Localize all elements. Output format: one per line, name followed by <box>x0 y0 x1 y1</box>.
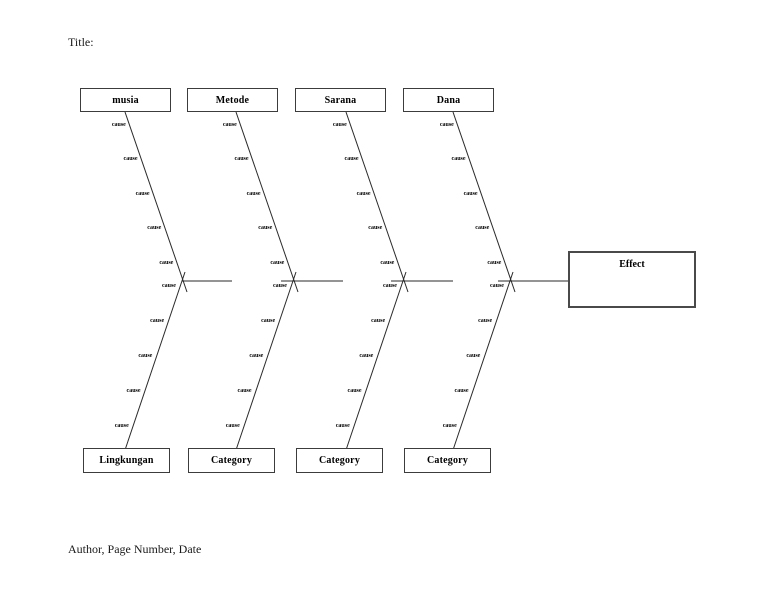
cause-label: cause <box>332 122 347 128</box>
cause-label: cause <box>222 122 237 128</box>
cause-label: cause <box>234 156 249 162</box>
cause-label: cause <box>111 122 126 128</box>
cause-label: cause <box>466 353 481 359</box>
top-category-box-3: Dana <box>403 88 494 112</box>
cause-label: cause <box>237 388 252 394</box>
cause-label: cause <box>347 388 362 394</box>
cause-label: cause <box>114 423 129 429</box>
cause-label: cause <box>489 283 504 289</box>
cause-label: cause <box>382 283 397 289</box>
cause-label: cause <box>344 156 359 162</box>
bone-top-line-3 <box>452 111 516 293</box>
footer-text: Author, Page Number, Date <box>68 542 202 556</box>
cause-label: cause <box>451 156 466 162</box>
title-label: Title: <box>68 35 94 49</box>
cause-label: cause <box>359 353 374 359</box>
bone-bottom-line-1 <box>234 271 297 454</box>
cause-label: cause <box>478 318 493 324</box>
cause-label: cause <box>246 191 261 197</box>
bone-bottom-line-3 <box>451 271 514 454</box>
bone-top-line-0 <box>124 111 188 293</box>
cause-label: cause <box>368 225 383 231</box>
bone-bottom-line-0 <box>123 271 186 454</box>
cause-label: cause <box>270 260 285 266</box>
cause-label: cause <box>463 191 478 197</box>
cause-label: cause <box>475 225 490 231</box>
effect-box: Effect <box>568 251 696 308</box>
bottom-category-box-2: Category <box>296 448 383 473</box>
cause-label: cause <box>356 191 371 197</box>
top-category-box-2: Sarana <box>295 88 386 112</box>
cause-label: cause <box>225 423 240 429</box>
cause-label: cause <box>380 260 395 266</box>
cause-label: cause <box>439 122 454 128</box>
cause-label: cause <box>147 225 162 231</box>
effect-label: Effect <box>619 259 645 270</box>
bottom-category-box-0: Lingkungan <box>83 448 170 473</box>
cause-label: cause <box>335 423 350 429</box>
cause-label: cause <box>123 156 138 162</box>
top-category-box-1: Metode <box>187 88 278 112</box>
bottom-category-box-1: Category <box>188 448 275 473</box>
cause-label: cause <box>150 318 165 324</box>
cause-label: cause <box>261 318 276 324</box>
top-category-box-0: musia <box>80 88 171 112</box>
cause-label: cause <box>454 388 469 394</box>
cause-label: cause <box>126 388 141 394</box>
cause-label: cause <box>249 353 264 359</box>
bone-top-line-1 <box>235 111 299 293</box>
cause-label: cause <box>258 225 273 231</box>
cause-label: cause <box>159 260 174 266</box>
bottom-category-box-3: Category <box>404 448 491 473</box>
cause-label: cause <box>442 423 457 429</box>
bone-bottom-line-2 <box>344 271 407 454</box>
bone-top-line-2 <box>345 111 409 293</box>
cause-label: cause <box>272 283 287 289</box>
cause-label: cause <box>371 318 386 324</box>
cause-label: cause <box>487 260 502 266</box>
cause-label: cause <box>138 353 153 359</box>
cause-label: cause <box>161 283 176 289</box>
cause-label: cause <box>135 191 150 197</box>
